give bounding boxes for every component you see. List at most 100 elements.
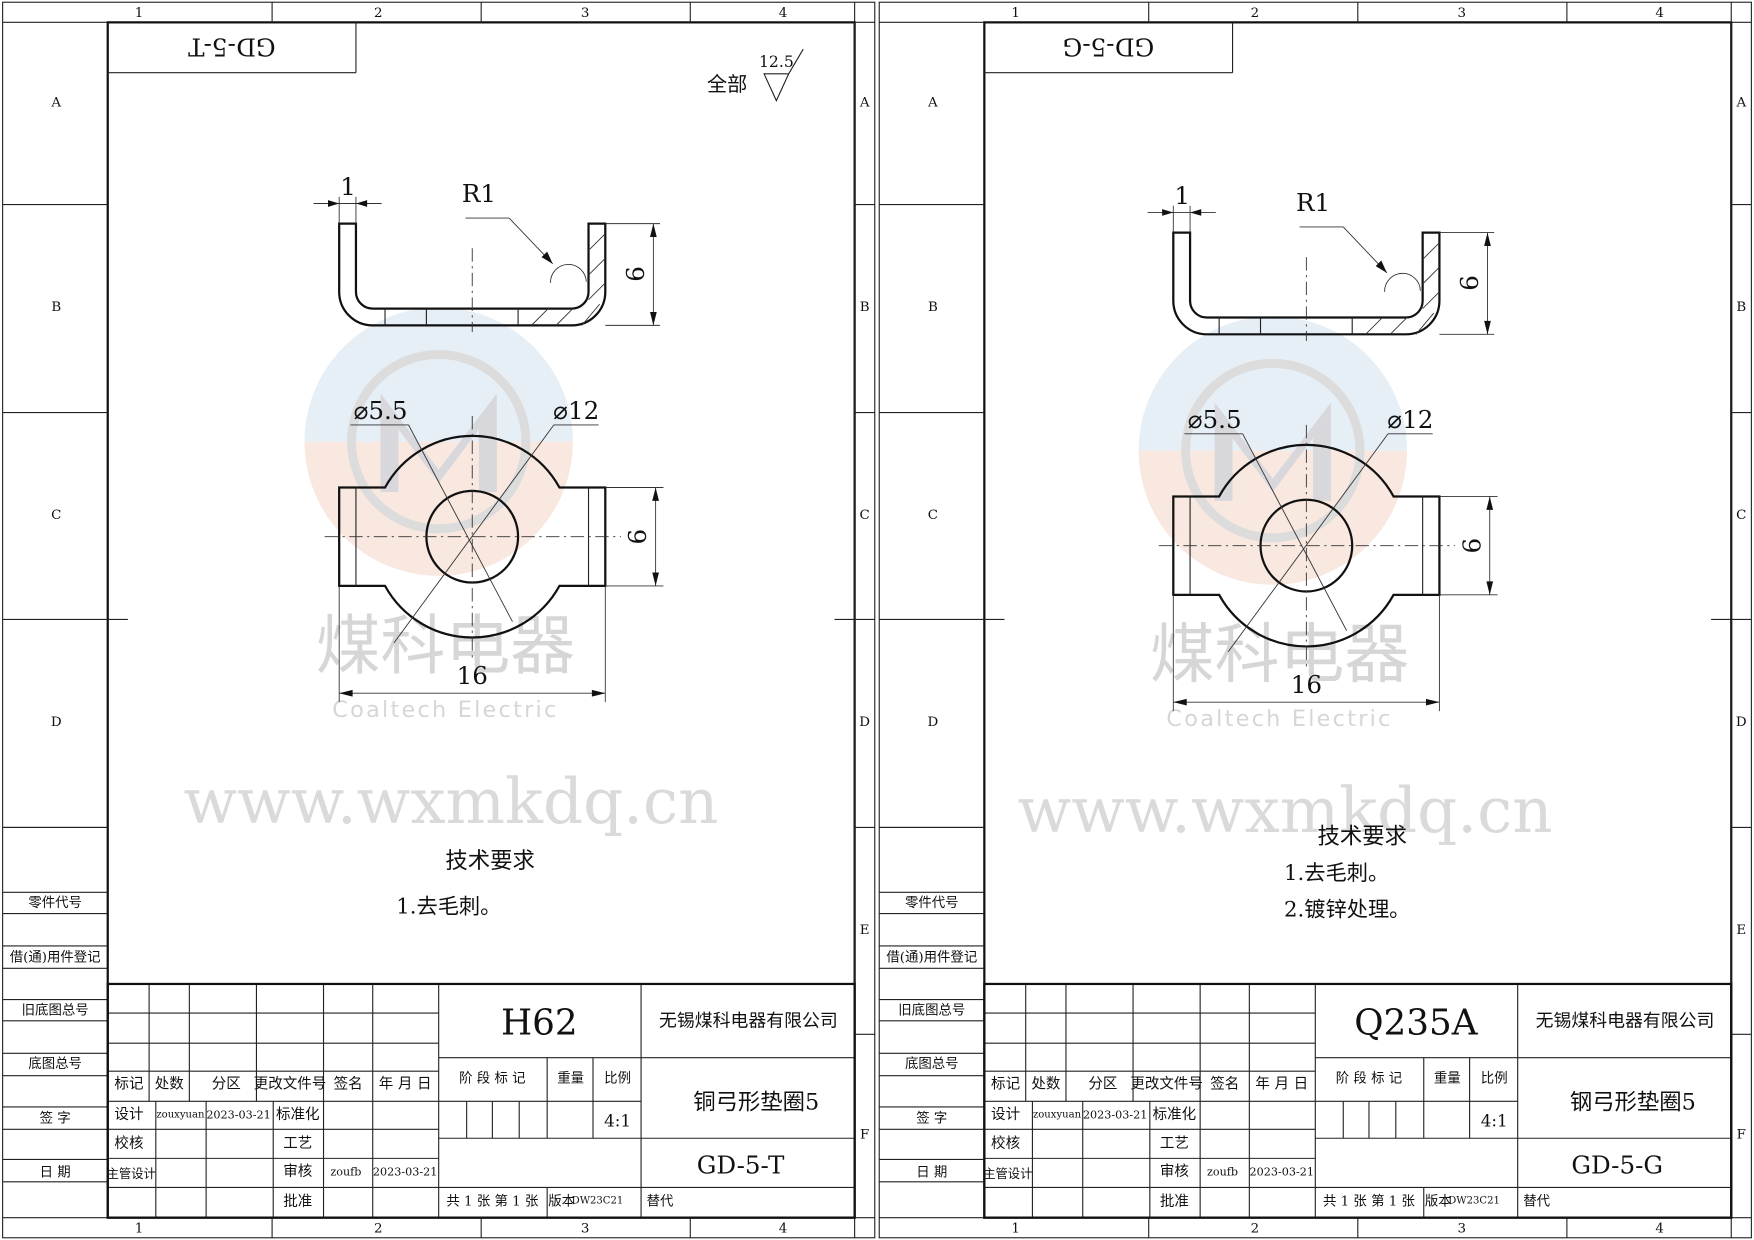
leader-line — [1227, 433, 1389, 653]
watermark-m-logo — [1214, 402, 1331, 501]
u-profile-outline — [338, 222, 607, 327]
ruler-row-label: A — [859, 95, 870, 110]
designer-name: zouxyuan — [156, 1109, 205, 1120]
rotated-drawing-code: GD-5-T — [187, 32, 275, 61]
reviewer-name: zoufb — [330, 1165, 361, 1178]
ruler-row-label: F — [860, 1127, 869, 1142]
title-block-border — [983, 982, 1733, 1219]
header-mark: 标记 — [991, 1076, 1020, 1093]
rotated-drawing-code: GD-5-G — [1063, 32, 1155, 61]
tech-requirement-item: 2.镀锌处理。 — [1284, 898, 1410, 923]
watermark-logo-ring — [1181, 358, 1365, 543]
leader-line — [408, 424, 513, 622]
ruler-row-label: D — [928, 715, 939, 730]
version-value: DW23C21 — [1448, 1195, 1500, 1206]
ruler-row-label: B — [928, 300, 938, 315]
ruler-row-label: B — [1736, 300, 1746, 315]
header-zone: 分区 — [1088, 1076, 1117, 1093]
ruler-column-label: 1 — [135, 1221, 144, 1236]
side-record-label: 旧底图总号 — [898, 1002, 965, 1018]
ruler-row-label: D — [51, 715, 62, 730]
hatch-line — [531, 308, 549, 326]
watermark-logo-bottom — [304, 441, 573, 576]
dim-height: 6 — [1455, 275, 1484, 291]
watermark-en: Coaltech Electric — [332, 697, 558, 723]
tech-requirements: 技术要求 1.去毛刺。 2.镀锌处理。 — [1284, 823, 1410, 922]
arrow-icon — [1375, 260, 1387, 273]
title-block-border — [106, 982, 856, 1219]
hatch-line — [588, 282, 606, 300]
ruler-column-label: 4 — [779, 1221, 788, 1236]
tech-requirements-title: 技术要求 — [1318, 823, 1407, 849]
ruler-column-label: 1 — [1011, 6, 1020, 21]
header-zone: 分区 — [212, 1076, 241, 1093]
ruler-row-label: C — [1736, 508, 1746, 523]
version-value: DW23C21 — [572, 1195, 624, 1206]
ruler-row-label: B — [51, 300, 61, 315]
replace-label: 替代 — [1523, 1193, 1550, 1209]
dim-height: 6 — [621, 266, 650, 282]
scale-label: 比例 — [1481, 1070, 1508, 1086]
hatch-line — [581, 303, 601, 326]
company-name: 无锡煤科电器有限公司 — [1536, 1010, 1715, 1031]
check-label: 校核 — [991, 1135, 1020, 1152]
ruler-row-label: C — [51, 508, 61, 523]
watermark-url: www.wxmkdq.cn — [184, 765, 719, 838]
ruler-column-label: 1 — [135, 6, 144, 21]
hatch-line — [1415, 312, 1435, 335]
hatch-line — [1422, 266, 1440, 285]
ruler-row-label: A — [927, 95, 938, 110]
ruler-column-label: 2 — [374, 1221, 383, 1236]
ruler-column-label: 2 — [1251, 1221, 1260, 1236]
radius-arc — [1384, 272, 1421, 292]
approve-label: 批准 — [1160, 1193, 1189, 1210]
u-profile-outline — [1172, 231, 1441, 336]
ruler-row-label: A — [50, 95, 61, 110]
part-name: 钢弓形垫圈5 — [1570, 1089, 1696, 1115]
stage-mark-label: 阶 段 标 记 — [1336, 1070, 1402, 1086]
dim-length: 16 — [1291, 670, 1322, 699]
review-label: 审核 — [283, 1163, 312, 1180]
arrow-icon — [541, 251, 553, 264]
tech-requirement-item: 1.去毛刺。 — [1284, 861, 1389, 886]
process-label: 工艺 — [283, 1135, 312, 1152]
header-date: 年 月 日 — [379, 1076, 432, 1093]
dim-thickness: 1 — [1174, 181, 1190, 210]
material-value: H62 — [501, 1003, 578, 1044]
weight-label: 重量 — [557, 1070, 584, 1086]
chief-design-label: 主管设计 — [983, 1166, 1032, 1181]
designer-name: zouxyuan — [1033, 1109, 1082, 1120]
header-date: 年 月 日 — [1255, 1076, 1308, 1093]
ruler-row-label: E — [1736, 923, 1746, 938]
ruler-row-label: F — [1737, 1127, 1746, 1142]
side-record-label: 日 期 — [40, 1164, 71, 1180]
watermark-cn: 煤科电器 — [1150, 618, 1409, 693]
dim-outer-diameter: ⌀12 — [553, 396, 599, 425]
header-count: 处数 — [1031, 1076, 1061, 1093]
ruler-column-label: 3 — [1458, 6, 1467, 21]
side-record-label: 签 字 — [916, 1110, 947, 1127]
ruler-column-label: 4 — [1655, 6, 1664, 21]
tech-requirements-title: 技术要求 — [445, 848, 534, 874]
review-label: 审核 — [1160, 1163, 1189, 1180]
drawing-code: GD-5-G — [1571, 1151, 1663, 1180]
side-record-label: 零件代号 — [905, 895, 959, 911]
design-label: 设计 — [991, 1106, 1020, 1123]
watermark-en: Coaltech Electric — [1166, 706, 1392, 732]
hatch-line — [1422, 242, 1440, 260]
dim-hole-diameter: ⌀5.5 — [354, 396, 408, 425]
side-record-label: 借(通)用件登记 — [886, 950, 977, 966]
design-date: 2023-03-21 — [1083, 1108, 1147, 1121]
dim-hole-diameter: ⌀5.5 — [1188, 405, 1242, 434]
dim-length: 16 — [457, 661, 488, 690]
header-change-doc: 更改文件号 — [1130, 1076, 1203, 1093]
header-mark: 标记 — [114, 1076, 143, 1093]
stage-mark-label: 阶 段 标 记 — [459, 1070, 525, 1086]
part-name: 铜弓形垫圈5 — [693, 1089, 819, 1115]
ruler-column-label: 4 — [1655, 1221, 1664, 1236]
hatch-line — [1422, 291, 1440, 309]
